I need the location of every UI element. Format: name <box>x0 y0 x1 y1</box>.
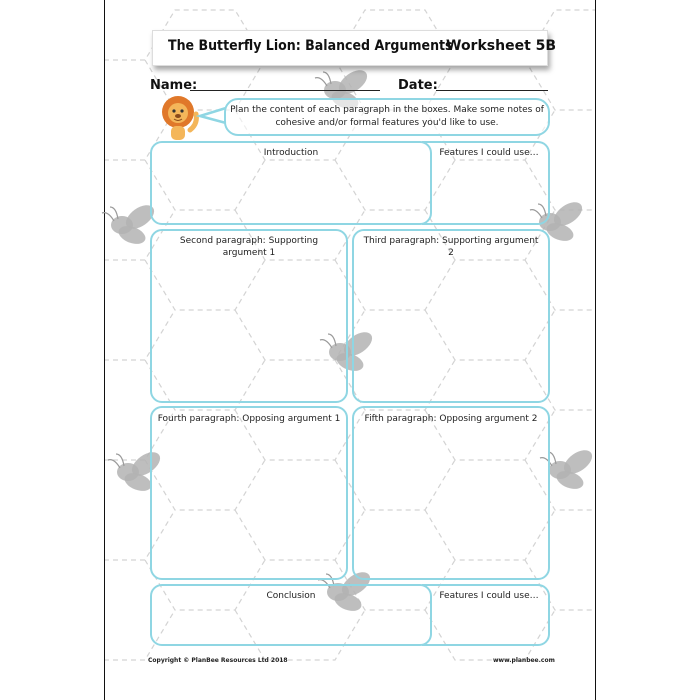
features-bottom-label: Features I could use… <box>439 591 539 601</box>
second-paragraph-label-2: argument 1 <box>222 248 276 258</box>
features-bottom-box[interactable] <box>422 584 550 646</box>
copyright-text: Copyright © PlanBee Resources Ltd 2018 <box>148 657 288 664</box>
date-field[interactable] <box>436 90 548 91</box>
second-paragraph-label-1: Second paragraph: Supporting <box>179 236 319 246</box>
fifth-paragraph-box[interactable] <box>352 406 550 580</box>
worksheet-title: The Butterfly Lion: Balanced Arguments <box>168 38 453 54</box>
third-paragraph-label-2: 2 <box>448 248 454 258</box>
worksheet-number: Worksheet 5B <box>446 38 557 54</box>
conclusion-label: Conclusion <box>266 591 316 601</box>
introduction-box[interactable] <box>150 141 432 225</box>
website-text: www.planbee.com <box>493 657 555 664</box>
fifth-paragraph-label: Fifth paragraph: Opposing argument 2 <box>364 414 538 424</box>
instruction-bubble <box>224 98 550 136</box>
name-field[interactable] <box>190 90 380 91</box>
instruction-text: Plan the content of each paragraph in th… <box>230 105 544 128</box>
second-paragraph-box[interactable] <box>150 229 348 403</box>
introduction-label: Introduction <box>263 148 319 158</box>
third-paragraph-box[interactable] <box>352 229 550 403</box>
conclusion-box[interactable] <box>150 584 432 646</box>
features-top-box[interactable] <box>422 141 550 225</box>
fourth-paragraph-box[interactable] <box>150 406 348 580</box>
fourth-paragraph-label: Fourth paragraph: Opposing argument 1 <box>157 414 341 424</box>
lion-icon <box>162 96 199 140</box>
date-label: Date: <box>398 78 438 93</box>
features-top-label: Features I could use… <box>439 148 539 158</box>
title-banner <box>152 30 548 66</box>
third-paragraph-label-1: Third paragraph: Supporting argument <box>363 236 539 246</box>
name-label: Name: <box>150 78 198 93</box>
bubble-tail <box>196 106 227 125</box>
